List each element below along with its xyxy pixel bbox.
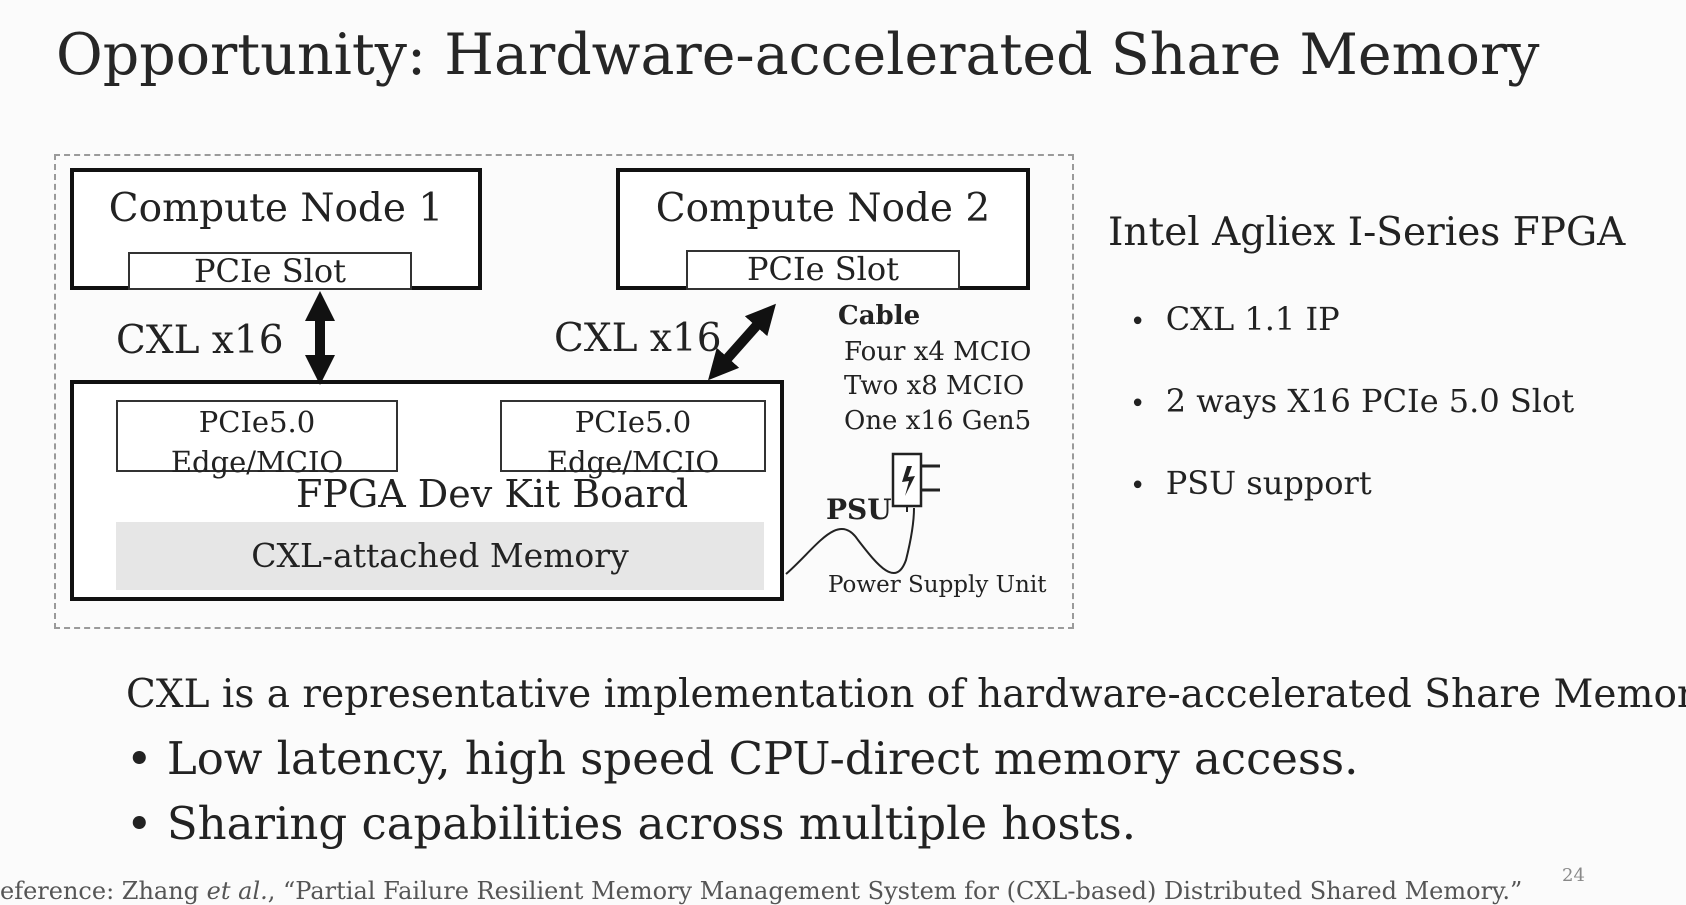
cxl-attached-memory: CXL-attached Memory — [116, 522, 764, 590]
bullet-low-latency: • Low latency, high speed CPU-direct mem… — [126, 732, 1358, 785]
fpga-dev-kit-board: PCIe5.0 Edge/MCIO PCIe5.0 Edge/MCIO FPGA… — [70, 380, 784, 601]
bullet-text: Sharing capabilities across multiple hos… — [166, 797, 1137, 850]
cxl-link-2-arrow — [708, 303, 776, 381]
compute-node-1: Compute Node 1 PCIe Slot — [70, 168, 482, 290]
cable-option-2: Two x8 MCIO — [844, 371, 1025, 401]
page-number: 24 — [1562, 865, 1585, 886]
cable-option-3: One x16 Gen5 — [844, 406, 1032, 436]
pcie5-edge-left-line1: PCIe5.0 — [198, 405, 316, 439]
compute-node-2-pcie-slot: PCIe Slot — [686, 250, 960, 290]
feature-bullet: • — [1130, 389, 1146, 419]
feature-item-pcie: • 2 ways X16 PCIe 5.0 Slot — [1130, 382, 1574, 420]
feature-bullet: • — [1130, 307, 1146, 337]
compute-node-2: Compute Node 2 PCIe Slot — [616, 168, 1030, 290]
bullet-sharing: • Sharing capabilities across multiple h… — [126, 797, 1136, 850]
pcie5-edge-right-line2: Edge/MCIO — [546, 445, 720, 479]
cable-heading: Cable — [838, 301, 921, 331]
reference-citation: eference: Zhang et al., “Partial Failure… — [0, 877, 1522, 905]
reference-etal: et al. — [206, 877, 268, 905]
pcie5-edge-left-line2: Edge/MCIO — [170, 445, 344, 479]
psu-label: PSU — [826, 493, 892, 526]
slide-title: Opportunity: Hardware-accelerated Share … — [56, 22, 1540, 88]
bullet-glyph: • — [126, 732, 153, 785]
cable-option-1: Four x4 MCIO — [844, 337, 1032, 367]
pcie5-edge-left: PCIe5.0 Edge/MCIO — [116, 400, 398, 479]
cxl-link-1-label: CXL x16 — [116, 318, 284, 363]
psu-caption: Power Supply Unit — [828, 572, 1047, 598]
feature-item-psu: • PSU support — [1130, 464, 1372, 502]
bullet-glyph: • — [126, 797, 153, 850]
fpga-board-label: FPGA Dev Kit Board — [296, 472, 689, 516]
power-plug-icon — [891, 452, 940, 512]
feature-bullet: • — [1130, 471, 1146, 501]
feature-text: PSU support — [1165, 464, 1372, 502]
diagram-frame — [54, 154, 1074, 629]
bullet-text: Low latency, high speed CPU-direct memor… — [166, 732, 1359, 785]
fpga-title: Intel Agliex I-Series FPGA — [1108, 210, 1626, 255]
compute-node-1-pcie-slot: PCIe Slot — [128, 252, 412, 290]
pcie5-edge-right: PCIe5.0 Edge/MCIO — [500, 400, 766, 479]
compute-node-1-label: Compute Node 1 — [108, 186, 444, 231]
reference-prefix: eference: Zhang — [0, 877, 207, 905]
cxl-link-2-label: CXL x16 — [554, 316, 722, 361]
feature-text: 2 ways X16 PCIe 5.0 Slot — [1165, 382, 1575, 420]
compute-node-2-label: Compute Node 2 — [655, 186, 991, 231]
summary-statement: CXL is a representative implementation o… — [126, 672, 1686, 717]
reference-title: , “Partial Failure Resilient Memory Mana… — [267, 877, 1523, 905]
pcie5-edge-right-line1: PCIe5.0 — [574, 405, 692, 439]
feature-text: CXL 1.1 IP — [1165, 300, 1340, 338]
feature-item-cxl: • CXL 1.1 IP — [1130, 300, 1340, 338]
psu-cable — [785, 507, 915, 575]
